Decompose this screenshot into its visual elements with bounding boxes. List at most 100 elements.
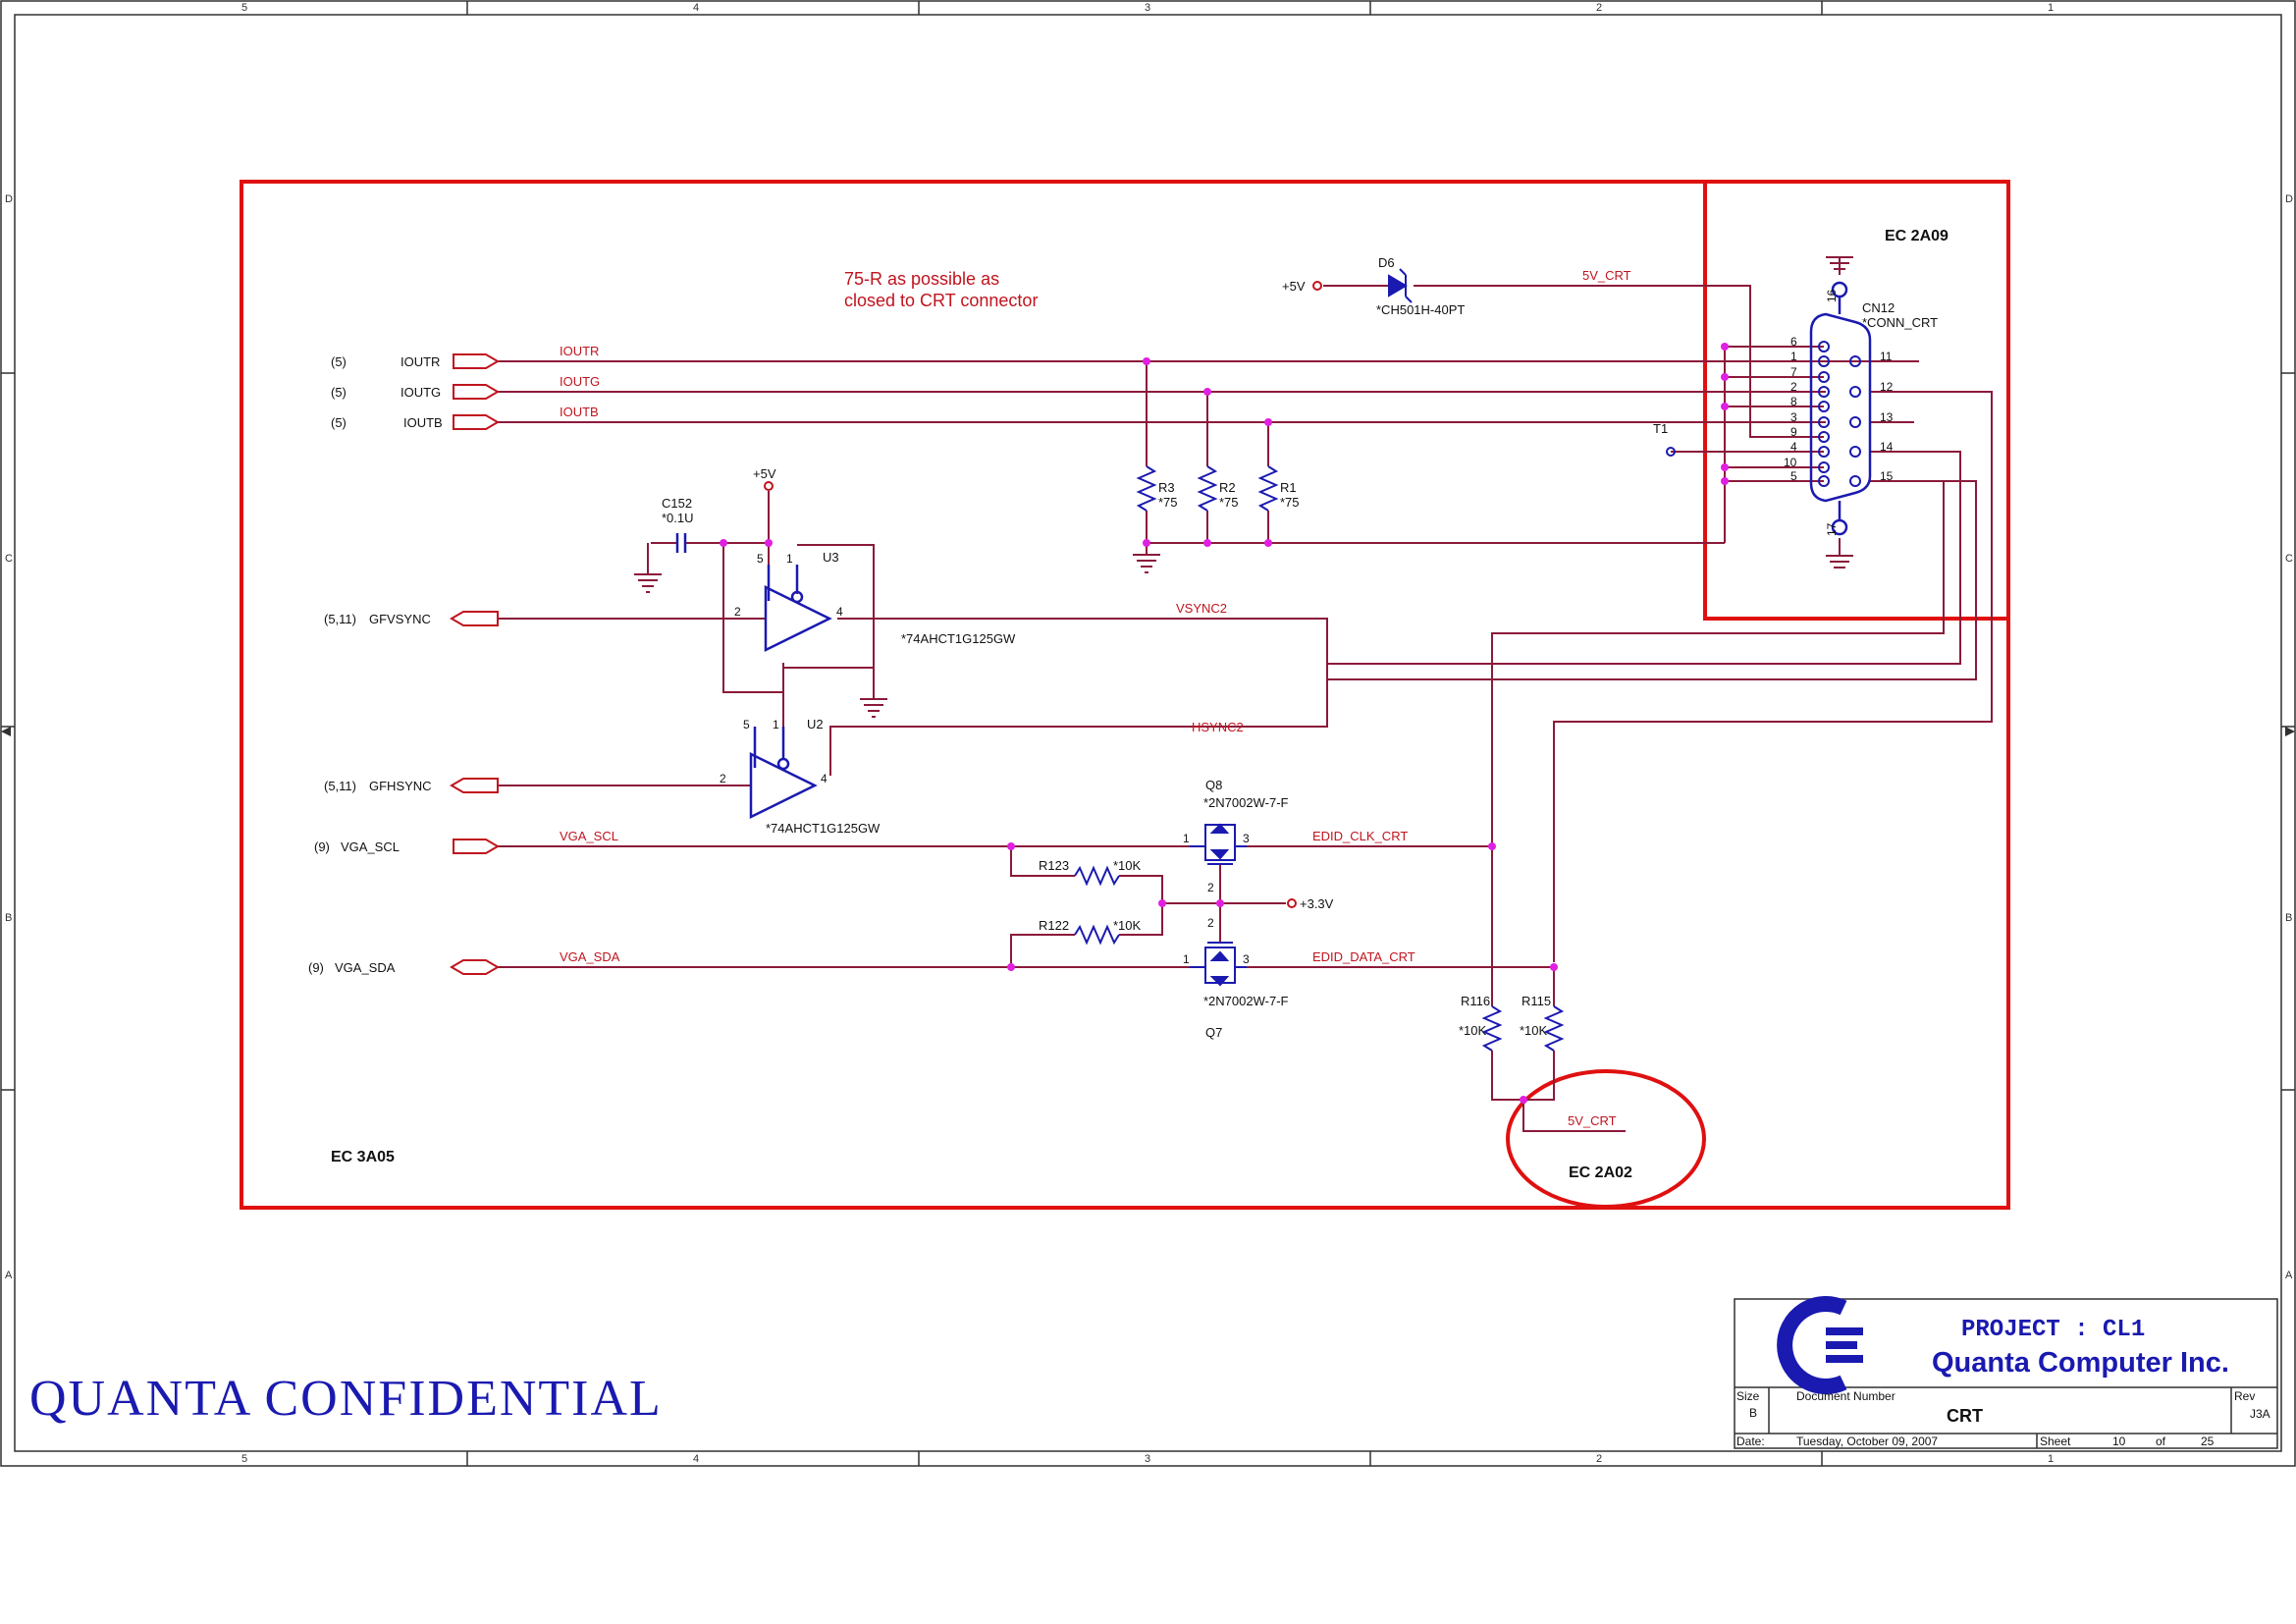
port-gfhsync xyxy=(450,778,499,793)
r115-value: *10K xyxy=(1520,1023,1548,1038)
title-date-label: Date: xyxy=(1736,1435,1765,1448)
cn12-pin-14: 14 xyxy=(1880,440,1894,454)
ec-2a09-box xyxy=(1703,180,2010,621)
title-rev-value: J3A xyxy=(2250,1407,2270,1421)
row-letter-right-a: A xyxy=(2285,1270,2293,1281)
cn12-pin-1: 1 xyxy=(1790,350,1797,363)
row-letter-right-d: D xyxy=(2285,193,2293,205)
row-letter-left-d: D xyxy=(5,193,13,205)
title-docnum-label: Document Number xyxy=(1796,1389,1896,1403)
cn12-pin-9: 9 xyxy=(1790,425,1797,439)
net-vga-sda: VGA_SDA xyxy=(560,949,620,964)
title-sheet-label: Sheet xyxy=(2040,1435,2071,1448)
col-num-bottom-5: 5 xyxy=(241,1453,247,1465)
r115-ref: R115 xyxy=(1522,994,1551,1008)
t1-testpoint xyxy=(1666,447,1676,457)
r116-body xyxy=(1481,1005,1503,1052)
power-5v-u3: +5V xyxy=(753,466,776,481)
net-ioutr: IOUTR xyxy=(560,344,599,358)
vga-scl-sheet-ref: (9) xyxy=(314,839,330,854)
r1-ref: R1 xyxy=(1280,480,1297,495)
r2-body xyxy=(1197,465,1218,512)
col-num-top-1: 1 xyxy=(2048,2,2054,14)
u2-symbol xyxy=(749,727,818,820)
c152-symbol xyxy=(675,533,687,553)
gfvsync-port-name: GFVSYNC xyxy=(369,612,431,626)
net-hsync2: HSYNC2 xyxy=(1192,720,1244,734)
power-3v3: +3.3V xyxy=(1300,896,1334,911)
q8-pin-d: 3 xyxy=(1243,832,1250,845)
gfhsync-port-name: GFHSYNC xyxy=(369,779,432,793)
title-size-label: Size xyxy=(1736,1389,1760,1403)
title-of-label: of xyxy=(2156,1435,2166,1448)
port-ioutr xyxy=(453,353,500,369)
cn12-value: *CONN_CRT xyxy=(1862,315,1938,330)
cn12-pin-3: 3 xyxy=(1790,410,1797,424)
col-num-bottom-4: 4 xyxy=(693,1453,699,1465)
r116-ref: R116 xyxy=(1461,994,1490,1008)
net-ioutb: IOUTB xyxy=(560,405,599,419)
gfhsync-sheet-ref: (5,11) xyxy=(324,779,356,793)
resistors xyxy=(1074,465,1565,1052)
col-num-top-3: 3 xyxy=(1145,2,1150,14)
ec-2a09-label: EC 2A09 xyxy=(1885,228,1949,244)
col-num-top-2: 2 xyxy=(1596,2,1602,14)
junction-dots xyxy=(720,343,1729,1104)
u3-value: *74AHCT1G125GW xyxy=(901,631,1016,646)
row-letter-left-b: B xyxy=(5,912,12,924)
q8-pin-g: 2 xyxy=(1207,881,1214,894)
ground-cn12-top-icon xyxy=(1826,256,1853,275)
ec-3a05-label: EC 3A05 xyxy=(331,1149,395,1165)
ioutb-port-name: IOUTB xyxy=(403,415,443,430)
port-gfvsync xyxy=(450,611,499,626)
cn12-pin-8: 8 xyxy=(1790,395,1797,408)
title-total-sheets: 25 xyxy=(2201,1435,2215,1448)
r123-ref: R123 xyxy=(1039,858,1069,873)
u3-pin-vcc: 5 xyxy=(757,552,764,566)
q7-pin-s: 1 xyxy=(1183,952,1190,966)
ground-c152-icon xyxy=(634,565,662,593)
r1-value: *75 xyxy=(1280,495,1300,510)
cn12-pin-13: 13 xyxy=(1880,410,1894,424)
vga-scl-port-name: VGA_SCL xyxy=(341,839,400,854)
note-75r-line2: closed to CRT connector xyxy=(844,291,1038,310)
ec-2a02-label: EC 2A02 xyxy=(1569,1164,1632,1181)
r123-body xyxy=(1074,865,1120,887)
net-edid-clk-crt: EDID_CLK_CRT xyxy=(1312,829,1408,843)
port-vga-scl xyxy=(453,839,500,854)
q7-value: *2N7002W-7-F xyxy=(1203,994,1289,1008)
p3v3-terminal xyxy=(1287,898,1297,908)
ioutg-port-name: IOUTG xyxy=(400,385,441,400)
wires xyxy=(498,285,1993,1132)
r122-value: *10K xyxy=(1113,918,1142,933)
u2-pin-vcc: 5 xyxy=(743,718,750,731)
grounds xyxy=(634,256,1853,718)
ioutg-sheet-ref: (5) xyxy=(331,385,347,400)
cn12-pin-2: 2 xyxy=(1790,380,1797,394)
port-vga-sda xyxy=(450,959,500,975)
d6-ref: D6 xyxy=(1378,255,1395,270)
ioutr-sheet-ref: (5) xyxy=(331,354,347,369)
r2-value: *75 xyxy=(1219,495,1239,510)
p5v-u3-terminal xyxy=(764,481,774,491)
cn12-pin-17: 17 xyxy=(1825,522,1839,536)
port-symbols xyxy=(450,353,500,975)
cn12-pin-7: 7 xyxy=(1790,365,1797,379)
col-num-top-4: 4 xyxy=(693,2,699,14)
title-project: PROJECT : CL1 xyxy=(1961,1317,2145,1343)
cn12-connector xyxy=(1809,281,1872,536)
title-size-value: B xyxy=(1749,1406,1757,1420)
net-5v-crt-top: 5V_CRT xyxy=(1582,268,1631,283)
u2-ref: U2 xyxy=(807,717,824,731)
net-ioutg: IOUTG xyxy=(560,374,600,389)
port-ioutb xyxy=(453,414,500,430)
q7-pin-g: 2 xyxy=(1207,916,1214,930)
c152-value: *0.1U xyxy=(662,511,694,525)
u3-pin-oe: 1 xyxy=(786,552,793,566)
p5v-d6-terminal xyxy=(1312,281,1322,291)
title-rev-label: Rev xyxy=(2234,1389,2255,1403)
u3-pin-out: 4 xyxy=(836,605,843,619)
u3-ref: U3 xyxy=(823,550,839,565)
q8-ref: Q8 xyxy=(1205,778,1222,792)
